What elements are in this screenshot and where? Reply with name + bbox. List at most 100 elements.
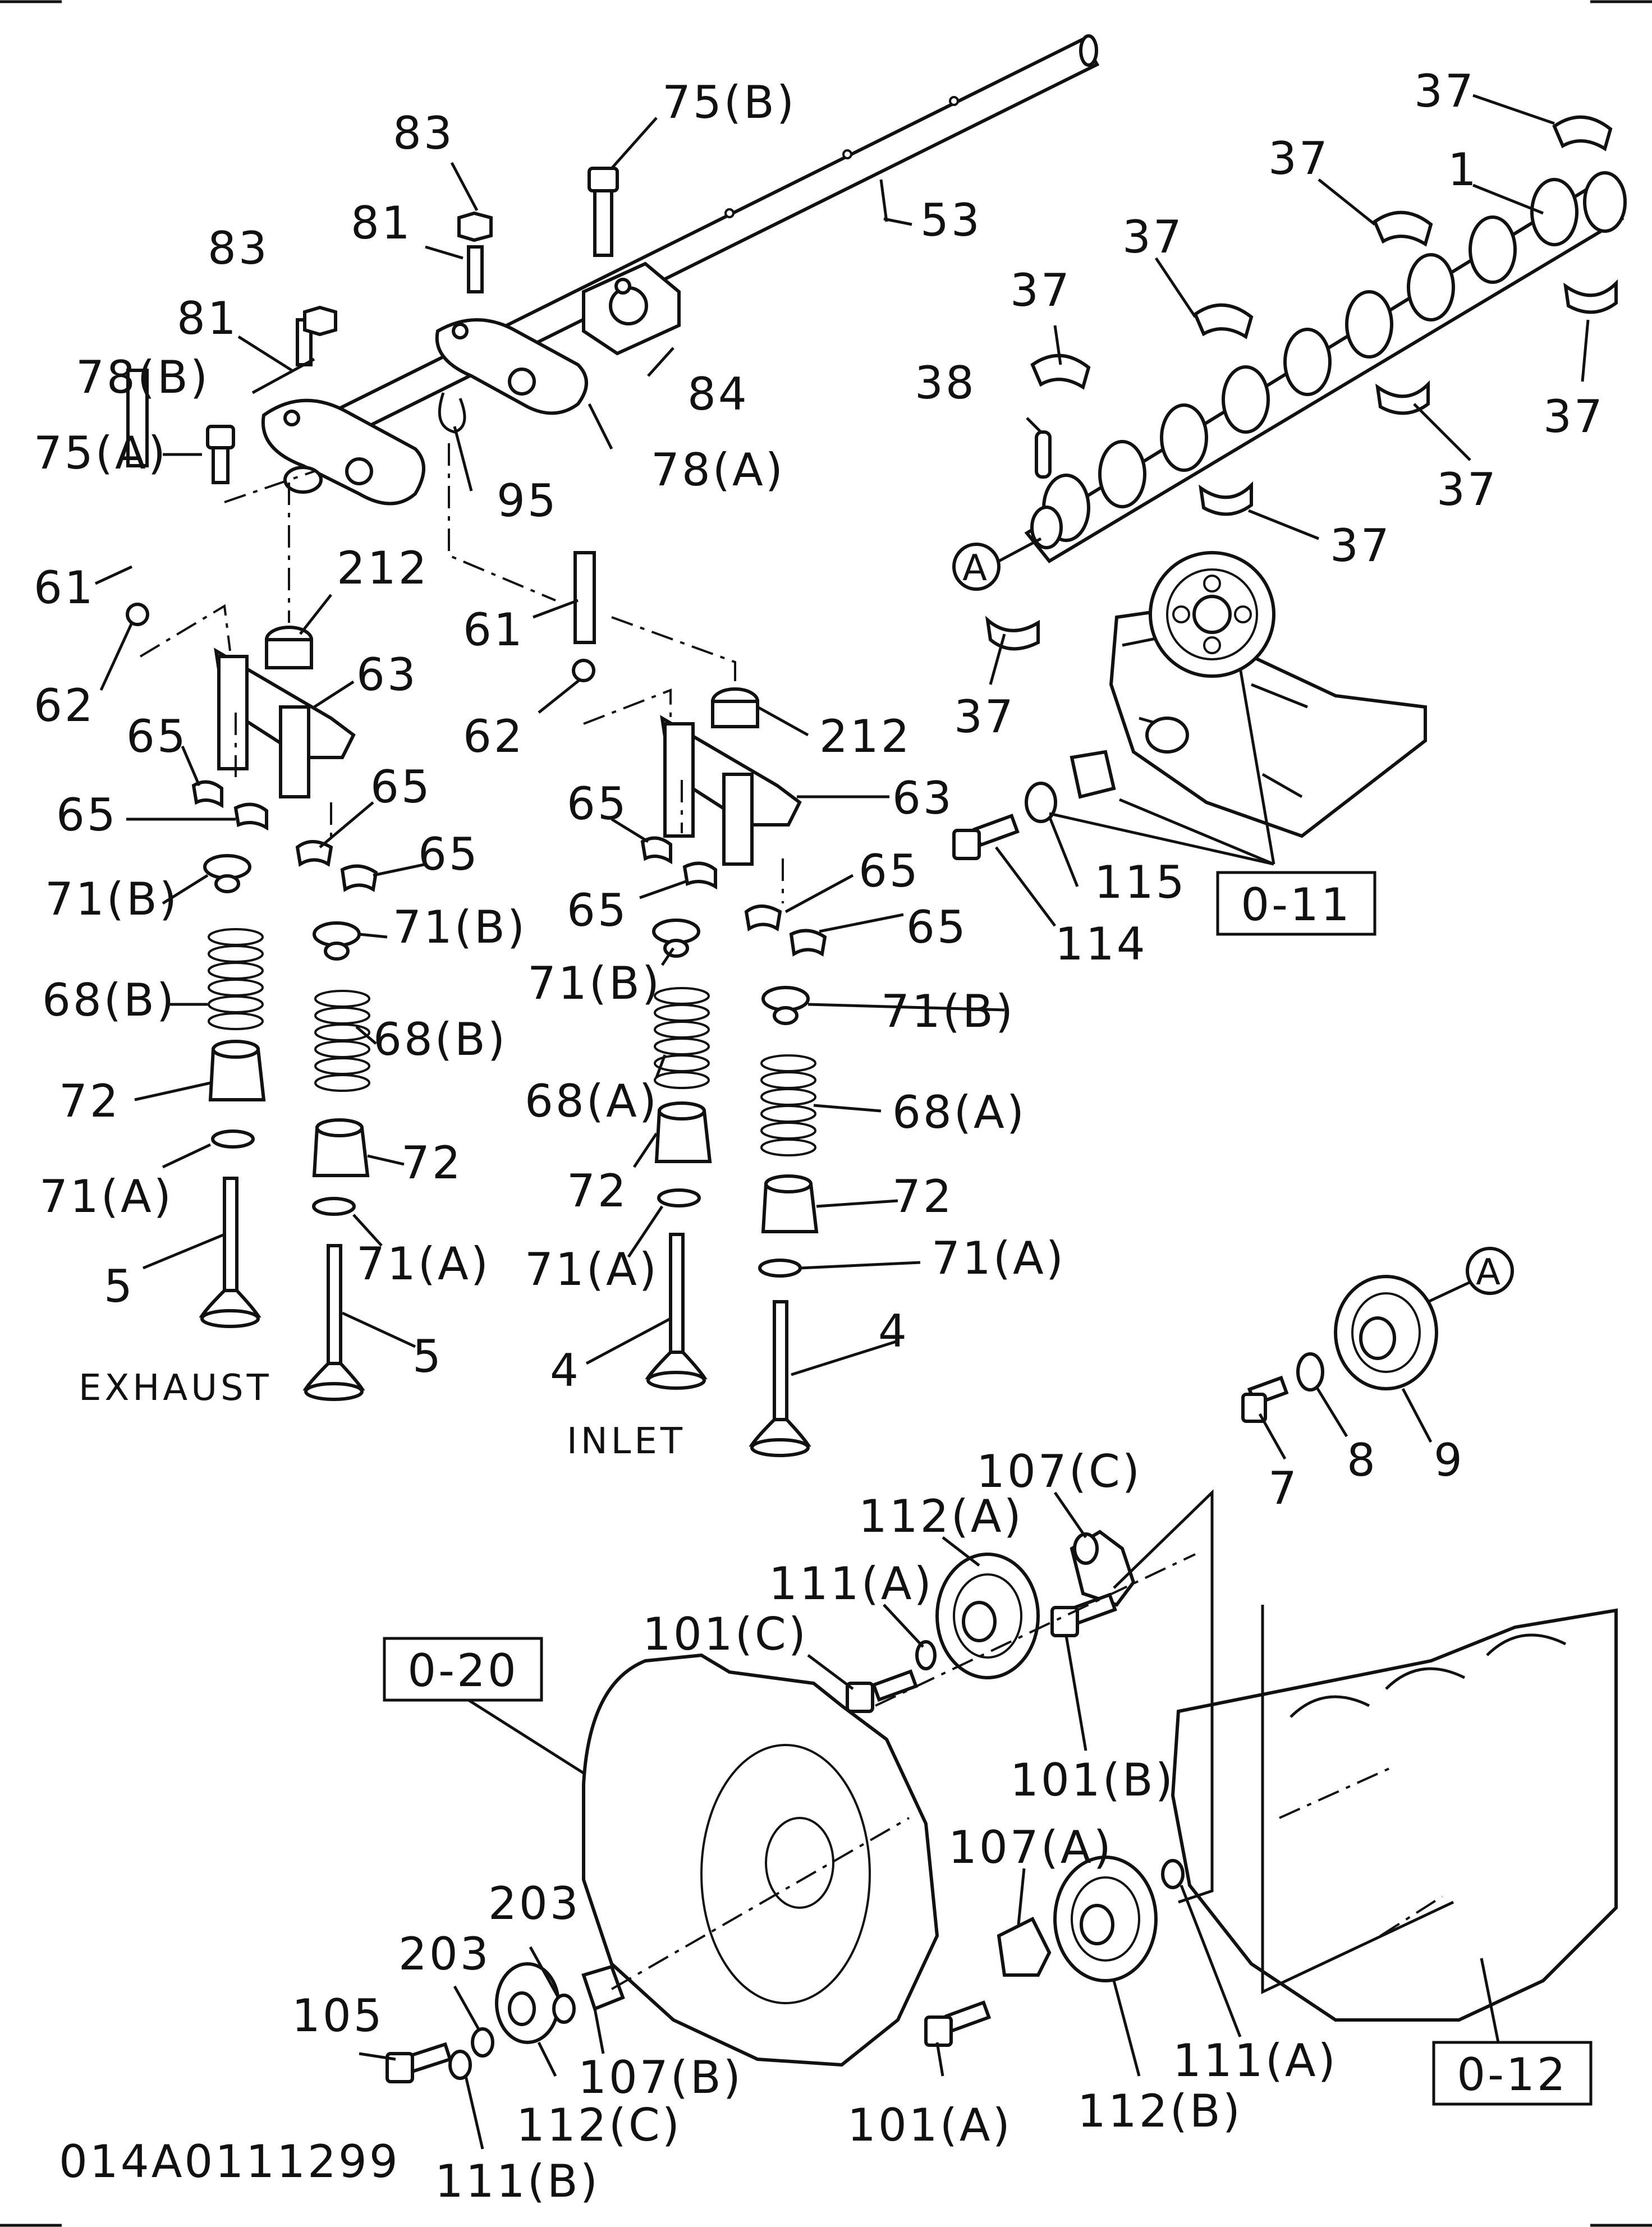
label-81-mid: 81 [177,292,238,345]
bolt-114 [952,814,1020,860]
snap-ring-95 [438,392,466,434]
label-72-a: 72 [59,1075,121,1127]
label-111a-bottom: 111(A) [1173,2035,1338,2087]
label-112b: 112(B) [1077,2085,1242,2137]
notes: EXHAUST INLET 014A0111299 [59,1367,682,2188]
cotter-65-b [233,802,268,831]
label-4-b: 4 [878,1305,909,1357]
camshaft-assembly [985,115,1627,651]
nut-83-middle [457,211,493,242]
label-75b: 75(B) [662,76,796,128]
bolt-101b [1050,1592,1117,1637]
label-75a: 75(A) [34,427,168,479]
reference-boxes: 0-11 0-20 0-12 [383,871,1593,2106]
bushing-114 [1070,750,1116,799]
ref-box-0-11 [1216,871,1376,936]
label-71b-a: 71(B) [45,873,179,925]
label-65-c: 65 [370,761,432,813]
exhaust-valve-5-2 [302,1244,365,1401]
inlet-valve-4-1 [645,1233,708,1390]
washer-71a-1 [211,1129,255,1149]
label-65-a: 65 [126,710,188,763]
label-37-c: 37 [1122,211,1184,263]
bolt-105 [386,2042,452,2083]
washer-8 [1296,1352,1324,1392]
marker-a-camshaft: A [962,548,990,589]
label-37-b: 37 [1268,132,1330,185]
label-63-right: 63 [892,772,954,824]
cylinder-block [1171,1608,1618,2022]
inlet-valve-4-2 [749,1300,811,1457]
label-61-left: 61 [34,562,95,614]
pin-38 [1035,430,1052,479]
shaft-107a [997,1916,1052,1977]
label-112a: 112(A) [859,1490,1024,1542]
washer-111b [448,2050,472,2080]
marker-a-idler: A [1476,1252,1504,1293]
label-81-top: 81 [351,197,412,249]
washer-71a-3 [657,1188,701,1207]
label-37-a: 37 [1414,65,1476,117]
label-37-e: 37 [1543,391,1605,443]
cotter-65-a [191,780,223,809]
washer-111a-upper [915,1640,937,1670]
gear-112c [495,1962,560,2044]
label-72-c: 72 [567,1165,628,1217]
label-71a-d: 71(A) [931,1232,1066,1284]
label-111a-top: 111(A) [769,1558,934,1610]
label-4-a: 4 [550,1344,581,1397]
label-71a-c: 71(A) [525,1243,659,1296]
ref-0-11: 0-11 [1241,879,1352,931]
cam-lobes [1042,171,1627,542]
idler-gear-a-region [1241,1275,1438,1423]
label-37-g: 37 [1330,520,1392,572]
spring-68b-1 [208,928,264,1030]
label-71b-d: 71(B) [881,985,1015,1037]
label-95: 95 [497,475,558,527]
gear-112a [935,1553,1040,1679]
label-105: 105 [292,1990,384,2042]
label-37-d: 37 [1010,264,1072,316]
label-68a-a: 68(A) [525,1075,659,1127]
label-68a-b: 68(A) [892,1086,1026,1138]
washer-111a-lower [1161,1859,1185,1889]
rocker-shaft-end [1079,34,1098,67]
label-71a-b: 71(A) [356,1238,490,1290]
label-71a-a: 71(A) [39,1170,173,1223]
bolt-7 [1241,1375,1289,1423]
label-115: 115 [1094,856,1187,908]
shaft-107b [581,1964,625,2011]
label-65-e: 65 [418,828,480,880]
washer-71a-4 [758,1259,802,1278]
part-labels: 75(B) 83 53 37 81 83 37 1 37 81 37 78(B)… [34,65,1605,2207]
circle-markers: A A [952,537,1514,1303]
label-38: 38 [915,357,976,409]
ref-box-0-12 [1432,2041,1593,2106]
label-71b-c: 71(B) [527,957,662,1009]
exhaust-valve-5-1 [199,1177,261,1328]
cotter-65-c [295,840,333,867]
spring-68a-1 [654,987,710,1089]
label-84: 84 [687,368,749,420]
adjust-screw-61-left [126,369,149,467]
gear-112b [1053,1856,1158,1982]
ref-0-12: 0-12 [1457,2049,1568,2101]
exhaust-valve-train [126,369,378,1401]
cotter-65-d [340,864,378,892]
bolt-101c [846,1669,919,1713]
label-65-g: 65 [859,845,920,897]
label-7: 7 [1268,1462,1299,1514]
nut-83-front [303,305,337,337]
label-71b-b: 71(B) [393,901,527,953]
label-63-left: 63 [356,649,418,701]
label-78a: 78(A) [651,444,785,496]
lower-assembly [386,1489,1618,2083]
cotter-65-g [744,904,782,931]
label-203-top: 203 [488,1877,581,1930]
label-65-h: 65 [906,901,968,953]
label-37-f: 37 [1437,463,1498,516]
washer-203-b [471,2027,494,2058]
cotter-65-h [789,929,827,957]
label-1: 1 [1448,144,1479,196]
